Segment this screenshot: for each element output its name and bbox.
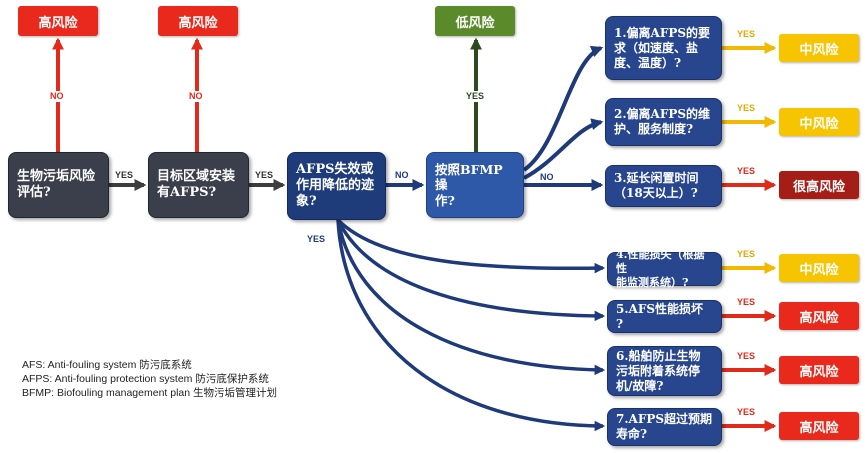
- label-yes-low: YES: [466, 91, 485, 102]
- label-y-q4: YES: [737, 249, 756, 259]
- label-no-1: NO: [50, 91, 64, 102]
- edge-n3-q5: [336, 219, 606, 322]
- label-y-q5: YES: [737, 297, 756, 307]
- label-y-q1: YES: [737, 29, 756, 39]
- node-afps-failure-signs: AFPS失效或 作用降低的迹 象?: [287, 152, 386, 220]
- question-3: 3.延长闲置时间 （18天以上）?: [605, 165, 722, 207]
- label-y-q2: YES: [737, 103, 756, 113]
- question-5: 5.AFS性能损坏 ?: [607, 300, 722, 333]
- label-y-q7: YES: [737, 407, 756, 417]
- node-afps-installed: 目标区域安装 有AFPS?: [148, 152, 249, 218]
- question-7: 7.AFPS超过预期 寿命?: [607, 408, 722, 446]
- edge-n4-q2: [523, 118, 604, 180]
- result-high-5: 高风险: [779, 302, 859, 330]
- result-very-high: 很高风险: [779, 171, 859, 199]
- result-low: 低风险: [435, 6, 515, 36]
- edge-n3-q7: [336, 219, 606, 432]
- result-high-6: 高风险: [779, 356, 859, 384]
- legend-afps: AFPS: Anti-fouling protection system 防污底…: [22, 373, 269, 385]
- label-no-4: NO: [540, 172, 554, 182]
- result-medium-4: 中风险: [779, 254, 859, 282]
- label-no-2: NO: [189, 91, 203, 102]
- label-yes-3: YES: [307, 234, 326, 244]
- label-yes-1: YES: [115, 170, 134, 180]
- result-medium-2: 中风险: [779, 108, 859, 136]
- edge-n4-q1: [522, 45, 604, 172]
- label-y-q6: YES: [737, 351, 756, 361]
- node-follow-bfmp: 按照BFMP操 作?: [426, 152, 524, 218]
- result-top-high-2: 高风险: [158, 6, 238, 36]
- question-2: 2.偏离AFPS的维 护、服务制度?: [605, 98, 722, 146]
- label-no-3: NO: [395, 170, 409, 180]
- result-top-high-1: 高风险: [18, 6, 98, 36]
- edge-n3-q4: [336, 218, 606, 274]
- question-4: 4.性能损失（根据性 能监测系统）?: [607, 248, 722, 289]
- node-biofouling-risk-assessment: 生物污垢风险 评估?: [8, 152, 109, 218]
- label-y-q3: YES: [737, 166, 756, 176]
- legend-bfmp: BFMP: Biofouling management plan 生物污垢管理计…: [22, 387, 278, 399]
- result-high-7: 高风险: [779, 412, 859, 440]
- edge-n3-q6: [336, 219, 606, 376]
- question-1: 1.偏离AFPS的要 求（如速度、盐 度、温度）?: [605, 16, 722, 80]
- question-6: 6.船舶防止生物 污垢附着系统停 机/故障?: [607, 346, 722, 396]
- label-yes-2: YES: [255, 170, 274, 180]
- result-medium-1: 中风险: [779, 34, 859, 62]
- legend-afs: AFS: Anti-fouling system 防污底系统: [22, 359, 192, 371]
